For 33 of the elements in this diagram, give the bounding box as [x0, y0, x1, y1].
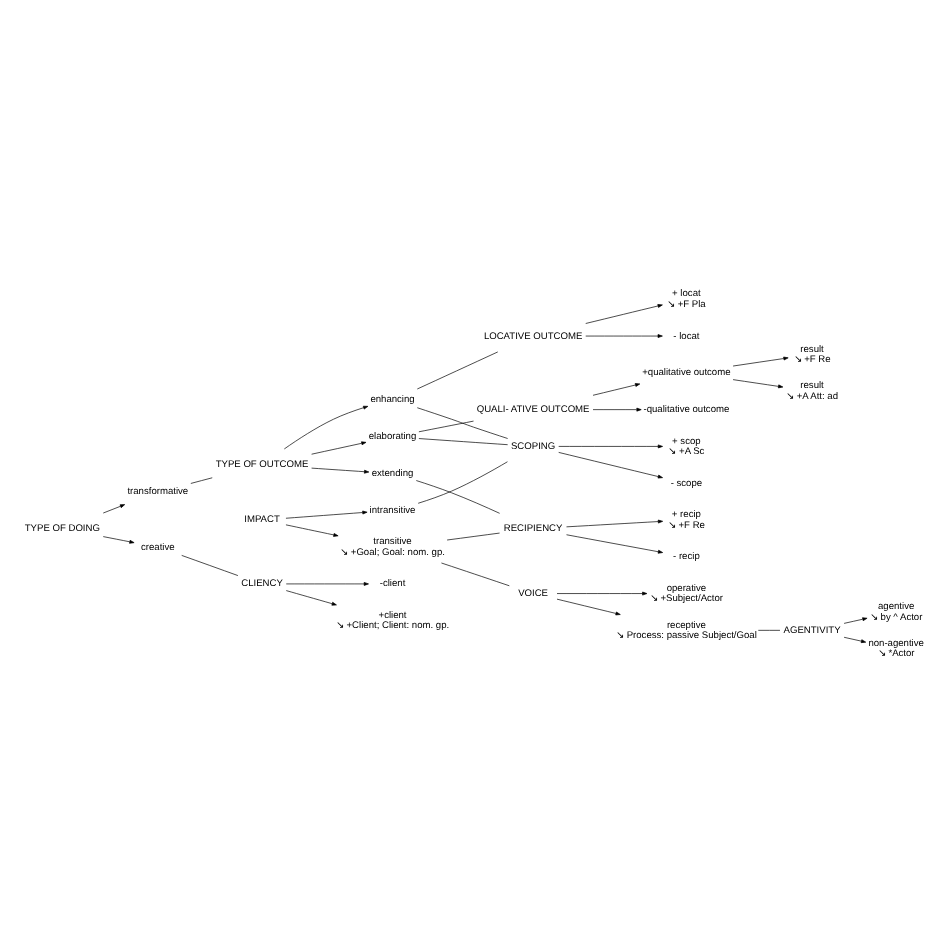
connector [418, 438, 508, 446]
connector [441, 562, 510, 587]
arrow [558, 444, 663, 449]
arrow [285, 582, 369, 586]
connector [181, 555, 239, 576]
arrow [285, 510, 368, 519]
arrow [843, 617, 868, 624]
connector [416, 407, 508, 439]
connector [190, 477, 213, 484]
arrow [102, 536, 135, 544]
arrow [556, 598, 621, 616]
arrow [566, 519, 663, 528]
arrow [585, 304, 663, 324]
arrow [732, 356, 789, 367]
connector [446, 532, 500, 541]
arrow [311, 467, 370, 474]
connector [418, 420, 474, 433]
arrow [285, 590, 337, 606]
arrow [566, 534, 663, 554]
arrow [102, 504, 126, 514]
arrow [311, 441, 367, 455]
arrow [558, 452, 663, 479]
arrow [843, 636, 867, 643]
connector [415, 480, 500, 514]
arrow [585, 334, 663, 338]
arrow [556, 591, 648, 596]
arrow [592, 383, 641, 396]
connector [417, 461, 508, 504]
arrow [285, 524, 339, 537]
connector [416, 351, 499, 390]
arrow [732, 379, 784, 389]
arrow [592, 407, 642, 412]
arrow [283, 405, 369, 450]
